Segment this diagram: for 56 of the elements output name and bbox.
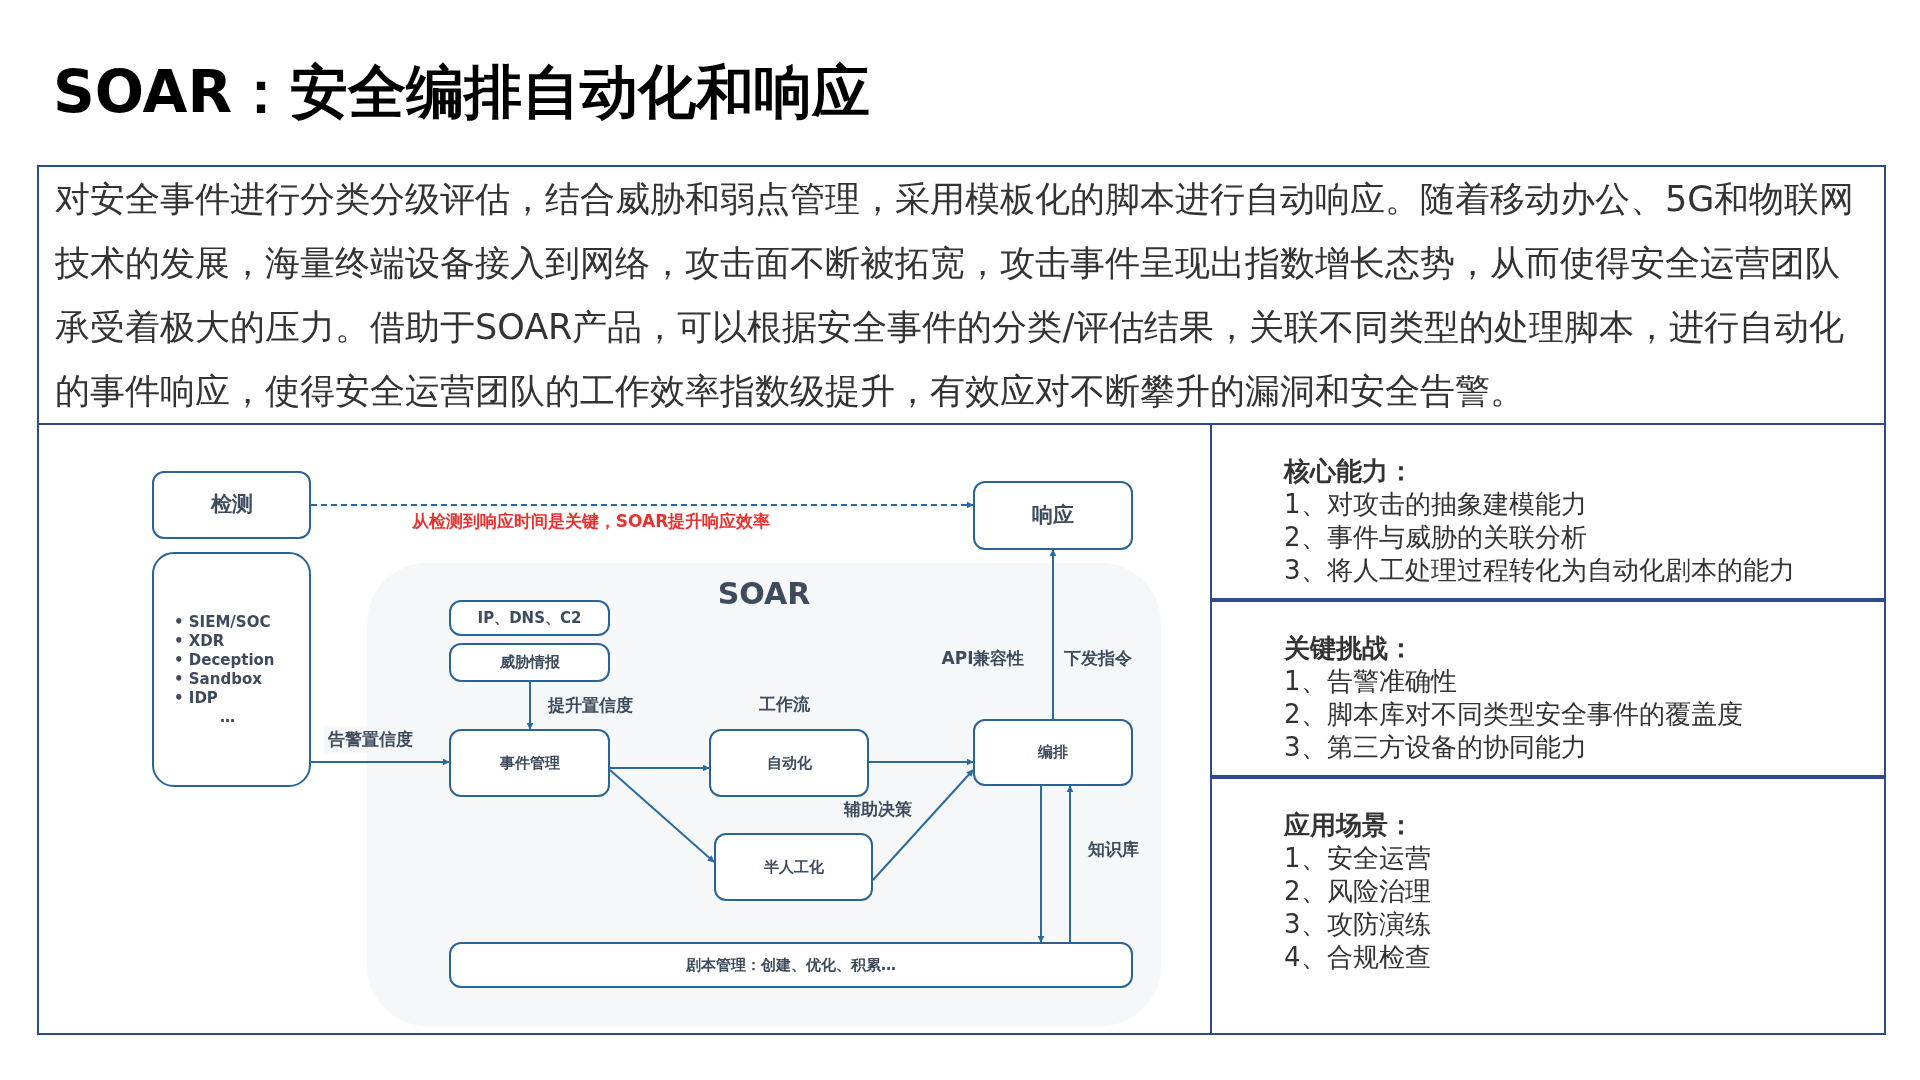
list-item: 3、攻防演练 [1284,908,1432,941]
arrow [868,758,974,766]
box-label: 剧本管理：创建、优化、积累… [686,954,896,976]
list-item: 3、第三方设备的协同能力 [1284,731,1588,764]
region-title: SOAR [716,575,812,613]
box-label: 威胁情报 [499,652,560,674]
process-box [449,643,610,682]
page-title: SOAR：安全编排自动化和响应 [53,57,871,128]
section-heading: 关键挑战： [1284,632,1415,665]
arrow [609,769,715,863]
list-item: • Sandbox [174,669,263,689]
arrow [526,681,534,730]
source-box [152,552,311,787]
stage-box [973,481,1133,550]
section-heading: 应用场景： [1284,809,1415,842]
list-item: 1、安全运营 [1284,842,1432,875]
arrow [310,501,974,509]
box-label: 半人工化 [763,856,824,878]
list-item: • SIEM/SOC [174,612,272,632]
stage-box [152,471,311,539]
info-cell [1210,600,1886,777]
list-item: 2、脚本库对不同类型安全事件的覆盖度 [1284,698,1744,731]
section-heading: 核心能力： [1284,455,1415,488]
list-item: 4、合规检查 [1284,941,1432,974]
arrow [1049,549,1057,720]
box-label: 事件管理 [499,752,560,774]
info-cell [1210,777,1886,1035]
arrow [609,764,710,772]
list-item: 2、风险治理 [1284,875,1432,908]
list-item: 1、对攻击的抽象建模能力 [1284,488,1588,521]
annotation-label: API兼容性 [941,647,1025,671]
info-cell [1210,423,1886,600]
process-box [973,719,1133,786]
node-caption: 工作流 [758,693,810,717]
list-item: • XDR [174,631,226,651]
description-paragraph: 对安全事件进行分类分级评估，结合威胁和弱点管理，采用模板化的脚本进行自动响应。随着移动办公、5G和物联网技术的发展，海量终端设备接入到网络，攻击面不断被拓宽，攻击事件呈现出指数增长态势，从而使得安全运营团队承受着极大的压力。借助于SOAR产品，可以根据安全事件的分类/评估结果，关联不同类型的处理脚本，进行自动化的事件响应，使得安全运营团队的工作效率指数级提升，有效应对不断攀升的漏洞和安全告警。 [55,178,1856,413]
arrow [310,758,450,766]
box-label: 响应 [1032,501,1074,529]
list-item: • Deception [174,650,276,670]
process-box [449,729,610,797]
list-ellipsis: … [219,707,236,727]
arrow [1037,785,1045,943]
box-label: IP、DNS、C2 [477,607,582,629]
process-box [449,942,1133,988]
list-item: • IDP [174,688,219,708]
process-box [449,600,610,636]
list-item: 1、告警准确性 [1284,665,1458,698]
box-label: 检测 [210,491,253,519]
process-box [709,729,869,797]
process-box [714,833,873,901]
box-label: 自动化 [766,752,812,774]
list-item: 2、事件与威胁的关联分析 [1284,521,1588,554]
arrow [1066,785,1074,943]
arrow [872,769,974,881]
box-label: 编排 [1038,742,1068,764]
list-item: 3、将人工处理过程转化为自动化剧本的能力 [1284,554,1796,587]
